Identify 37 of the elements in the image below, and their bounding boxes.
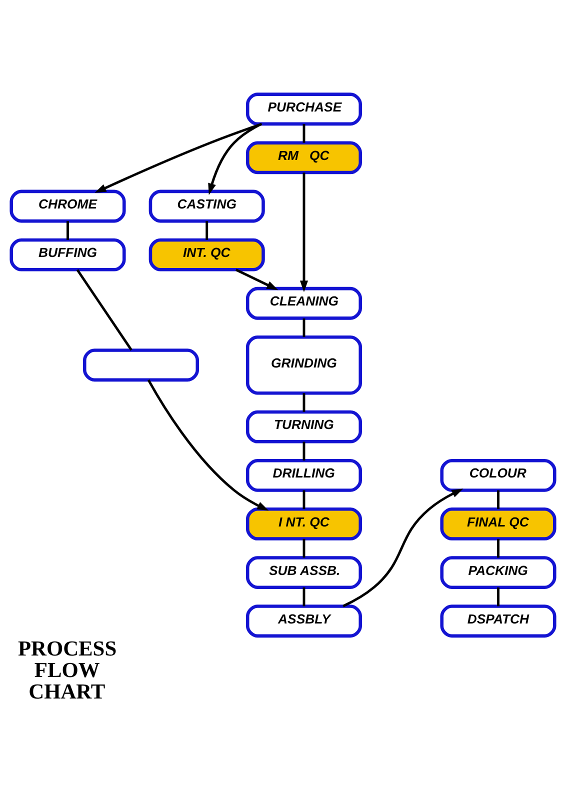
- connector: [66, 220, 69, 240]
- node-box: TURNING: [246, 410, 362, 443]
- connector: [302, 490, 306, 509]
- node-box: COLOUR: [440, 458, 556, 492]
- connector: [497, 586, 500, 606]
- node-box: CASTING: [148, 189, 265, 222]
- node-box: I NT. QC: [246, 507, 362, 540]
- node-box: ASSBLY: [246, 604, 362, 638]
- connector: [497, 538, 500, 558]
- node-box: FINAL QC: [440, 507, 556, 540]
- node-box: DSPATCH: [440, 604, 556, 638]
- node-box: [82, 348, 200, 382]
- node-box: INT. QC: [148, 238, 265, 271]
- connector: [302, 318, 306, 336]
- connector: [302, 538, 306, 558]
- connector: [76, 268, 132, 350]
- diagram-title: PROCESS FLOW CHART: [18, 636, 117, 703]
- connector: [206, 220, 208, 240]
- arrow: [235, 268, 278, 290]
- connector: [302, 586, 306, 606]
- node-box: DRILLING: [246, 458, 362, 492]
- node-box: CLEANING: [246, 286, 362, 320]
- connector: [497, 490, 500, 509]
- arrow: [208, 122, 262, 194]
- node-box: GRINDING: [246, 334, 362, 394]
- connector: [302, 392, 306, 412]
- node-box: BUFFING: [10, 238, 126, 271]
- arrow: [94, 122, 262, 192]
- connector: [302, 441, 306, 460]
- node-box: PURCHASE: [246, 92, 362, 126]
- node-box: CHROME: [10, 189, 126, 222]
- arrow: [147, 378, 269, 510]
- connector: [302, 124, 306, 142]
- node-box: RM QC: [246, 140, 362, 174]
- node-box: SUB ASSB.: [246, 556, 362, 588]
- node-box: PACKING: [440, 556, 556, 588]
- arrow: [300, 172, 308, 292]
